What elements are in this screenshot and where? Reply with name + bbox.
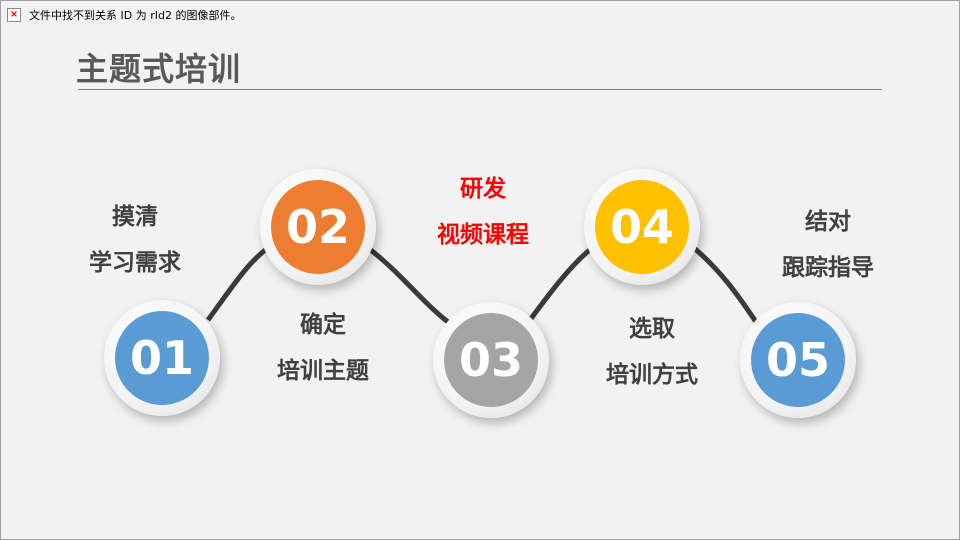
connector-2-3 [366,246,450,324]
connector-4-5 [692,246,759,324]
step-05-label: 结对 跟踪指导 [763,199,893,291]
step-04-circle: 04 [584,169,700,285]
broken-image-message: 文件中找不到关系 ID 为 rId2 的图像部件。 [29,9,242,22]
label-line: 培训主题 [277,358,369,384]
slide-title: 主题式培训 [76,50,242,88]
step-02-label: 确定 培训主题 [258,302,388,394]
step-number: 01 [115,311,209,405]
step-01-circle: 01 [104,300,220,416]
step-02-circle: 02 [260,169,376,285]
label-line: 视频课程 [437,222,529,248]
label-line: 学习需求 [89,250,181,276]
step-04-label: 选取 培训方式 [587,306,717,398]
broken-image-icon: × [7,8,21,22]
label-line: 研发 [460,176,506,202]
label-line: 跟踪指导 [782,255,874,281]
step-number: 05 [751,313,845,407]
label-line: 摸清 [112,204,158,230]
connector-3-4 [527,246,594,322]
label-line: 确定 [300,312,346,338]
step-03-circle: 03 [433,302,549,418]
step-03-label: 研发 视频课程 [418,166,548,258]
step-number: 04 [595,180,689,274]
step-number: 02 [271,180,365,274]
label-line: 培训方式 [606,362,698,388]
label-line: 结对 [805,209,851,235]
step-01-label: 摸清 学习需求 [70,194,200,286]
label-line: 选取 [629,316,675,342]
connector-1-2 [205,245,270,322]
step-number: 03 [444,313,538,407]
step-05-circle: 05 [740,302,856,418]
broken-image-placeholder: × 文件中找不到关系 ID 为 rId2 的图像部件。 [7,7,241,23]
title-divider [78,89,882,90]
